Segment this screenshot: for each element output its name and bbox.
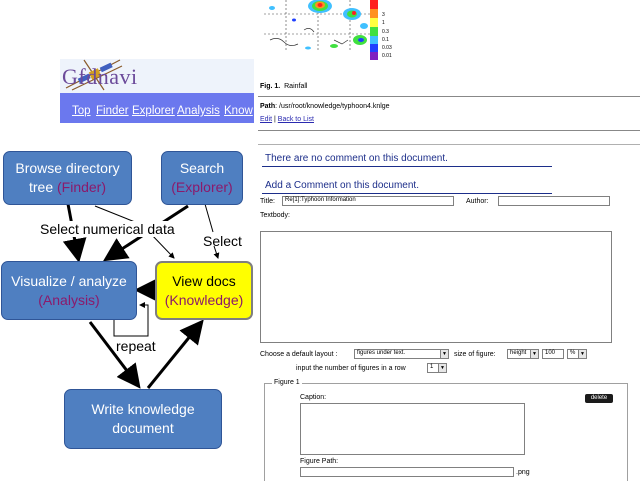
colorbar-label: 1 — [382, 20, 385, 26]
arrow-browse-to-viewdocs — [149, 232, 175, 259]
path-label: Path — [260, 103, 276, 110]
colorbar-label: 3 — [382, 12, 385, 18]
browse-box-tree: tree — [28, 179, 57, 195]
write-box-line1: Write knowledge — [91, 401, 195, 417]
figure-number: Fig. 1. — [260, 83, 281, 90]
rainfall-map — [264, 0, 372, 52]
chevron-down-icon: ▼ — [440, 350, 448, 358]
figure-caption-text: Rainfall — [284, 83, 308, 90]
visualize-box-line1: Visualize / analyze — [11, 272, 127, 289]
arrow-visualize-to-write — [88, 321, 141, 389]
chevron-down-icon: ▼ — [530, 350, 538, 358]
layout-label: Choose a default layout : — [260, 351, 338, 358]
browse-finder-box: Browse directory tree (Finder) — [3, 151, 132, 205]
back-to-list-link[interactable]: Back to List — [277, 116, 314, 123]
row-label: input the number of figures in a row — [296, 365, 406, 372]
figure-path-label: Figure Path: — [300, 458, 339, 465]
doc-actions: Edit | Back to List — [260, 116, 314, 123]
add-comment-heading: Add a Comment on this document. — [265, 180, 419, 191]
figure-path-input[interactable] — [300, 467, 514, 477]
write-box-line2: document — [112, 420, 174, 436]
knowledge-tag: (Knowledge) — [164, 291, 244, 308]
explorer-tag: (Explorer) — [171, 179, 233, 195]
delete-button[interactable]: delete — [585, 394, 613, 403]
comment-underline — [262, 193, 552, 194]
colorbar-label: 0.3 — [382, 29, 389, 35]
satellite-icon — [65, 59, 123, 91]
select-label: Select — [203, 233, 242, 249]
finder-tag: (Finder) — [57, 179, 107, 195]
path-line: Path: /usr/root/knowledge/typhoon4.knlge — [260, 103, 390, 110]
nav-finder-link[interactable]: Finder — [96, 105, 129, 117]
analysis-tag: (Analysis) — [38, 291, 100, 308]
viewdocs-box-line1: View docs — [172, 272, 236, 289]
no-comment-text: There are no comment on this document. — [265, 153, 448, 164]
colorbar-label: 0.03 — [382, 45, 392, 51]
textbody-label: Textbody: — [260, 212, 290, 219]
caption-label: Caption: — [300, 394, 327, 401]
author-label: Author: — [466, 198, 489, 205]
nav-bar — [60, 93, 254, 123]
nav-analysis-link[interactable]: Analysis — [177, 105, 220, 117]
nav-knowledge-link[interactable]: Know — [224, 105, 253, 117]
browse-box-line1: Browse directory — [15, 160, 120, 176]
connector-line — [204, 203, 214, 233]
divider — [258, 144, 640, 145]
gfdnavi-logo: Gfdnavi — [62, 64, 138, 89]
png-suffix: .png — [516, 469, 530, 476]
author-input[interactable] — [498, 196, 610, 206]
colorbar-label: 0.1 — [382, 37, 389, 43]
title-label: Title: — [260, 198, 275, 205]
size-dimension-select[interactable]: height ▼ — [507, 349, 539, 359]
caption-textarea[interactable] — [300, 403, 525, 455]
nav-explorer-link[interactable]: Explorer — [132, 105, 175, 117]
path-value: : /usr/root/knowledge/typhoon4.knlge — [275, 103, 390, 110]
textbody-textarea[interactable] — [260, 231, 612, 343]
figure-fieldset — [264, 383, 628, 481]
divider — [258, 96, 640, 97]
row-count-value: 1 — [430, 364, 434, 370]
edit-link[interactable]: Edit — [260, 116, 273, 123]
separator: | — [274, 116, 276, 123]
title-input[interactable]: Re[1]:Typhoon Information — [282, 196, 454, 206]
comment-underline — [262, 166, 552, 167]
row-count-select[interactable]: 1 ▼ — [427, 363, 447, 373]
arrow-search-to-viewdocs — [213, 245, 220, 259]
divider — [258, 130, 640, 131]
repeat-loop-arrow — [113, 302, 149, 337]
size-value-input[interactable]: 100 — [542, 349, 564, 359]
size-unit-value: % — [570, 350, 576, 356]
colorbar-label: 0.01 — [382, 53, 392, 59]
visualize-analysis-box: Visualize / analyze (Analysis) — [1, 261, 137, 320]
select-numerical-data-label: Select numerical data — [38, 221, 177, 237]
rainfall-colorbar — [370, 0, 378, 60]
search-box-line1: Search — [179, 160, 225, 176]
arrow-write-to-viewdocs — [146, 319, 204, 389]
repeat-label: repeat — [116, 338, 156, 354]
figure-legend: Figure 1 — [272, 379, 302, 386]
chevron-down-icon: ▼ — [578, 350, 586, 358]
view-docs-knowledge-box: View docs (Knowledge) — [155, 261, 253, 320]
layout-select-value: figures under text. — [357, 350, 406, 356]
size-label: size of figure: — [454, 351, 496, 358]
size-unit-select[interactable]: % ▼ — [567, 349, 587, 359]
search-explorer-box: Search (Explorer) — [161, 151, 243, 205]
size-dimension-value: height — [510, 350, 527, 356]
browse-box-line2: tree (Finder) — [29, 178, 106, 197]
layout-select[interactable]: figures under text. ▼ — [354, 349, 449, 359]
figure-caption: Fig. 1. Rainfall — [260, 83, 307, 90]
write-knowledge-box: Write knowledge document — [64, 389, 222, 449]
nav-top-link[interactable]: Top — [72, 105, 91, 117]
chevron-down-icon: ▼ — [438, 364, 446, 372]
